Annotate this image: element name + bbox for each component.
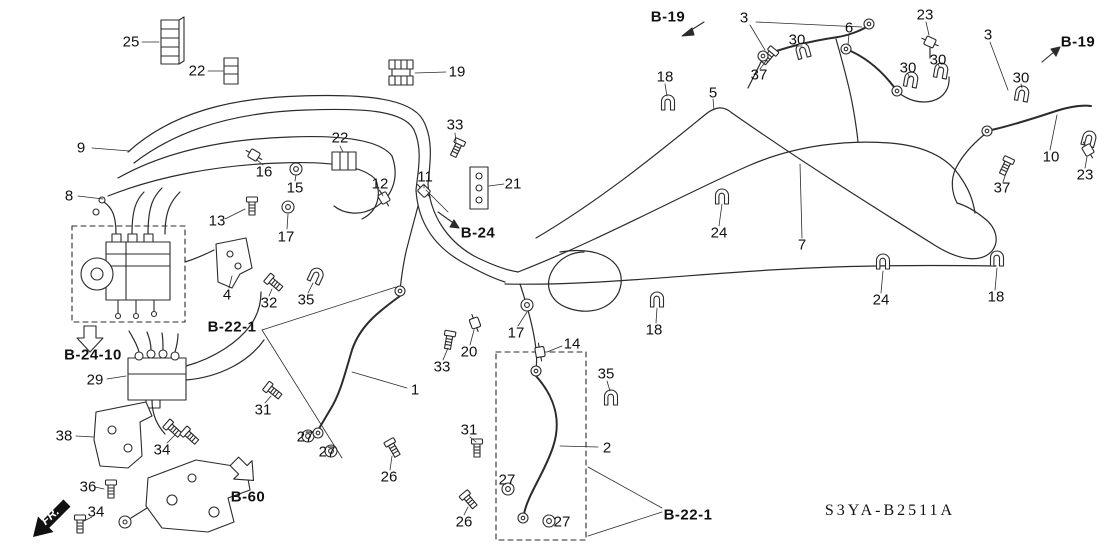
clip-icons xyxy=(306,41,1098,406)
callout-27: 27 xyxy=(318,443,336,461)
callout-8: 8 xyxy=(64,187,74,205)
reference-B-60: B-60 xyxy=(230,488,266,506)
callout-20: 20 xyxy=(460,343,478,361)
callout-30: 30 xyxy=(899,59,917,77)
callout-14: 14 xyxy=(563,335,581,353)
abs-modulator-icon xyxy=(80,196,171,320)
callout-18: 18 xyxy=(987,288,1005,306)
callout-24: 24 xyxy=(872,291,890,309)
callout-10: 10 xyxy=(1042,148,1060,166)
callout-29: 29 xyxy=(86,371,104,389)
hose-2 xyxy=(523,375,558,515)
callout-31: 31 xyxy=(254,401,272,419)
callout-11: 11 xyxy=(417,168,433,186)
brake-hoses xyxy=(317,25,1092,515)
hose-1 xyxy=(317,295,401,431)
callout-23: 23 xyxy=(1076,166,1094,184)
b24-10-hollow-arrow-icon xyxy=(76,325,104,353)
callout-22: 22 xyxy=(188,62,206,80)
callout-33: 33 xyxy=(433,358,451,376)
block-22a xyxy=(223,57,239,85)
reference-B-24-10: B-24-10 xyxy=(64,346,122,364)
hose-3-left xyxy=(762,25,869,57)
callout-34: 34 xyxy=(153,441,171,459)
callout-13: 13 xyxy=(208,212,226,230)
callout-16: 16 xyxy=(255,163,273,181)
connector-block-icons xyxy=(160,16,414,171)
callout-37: 37 xyxy=(750,66,768,84)
callout-35: 35 xyxy=(297,291,315,309)
callout-21: 21 xyxy=(504,175,522,193)
bolt-icons xyxy=(73,45,1016,534)
leader-lines xyxy=(75,21,1088,537)
callout-18: 18 xyxy=(656,68,674,86)
callout-30: 30 xyxy=(788,31,806,49)
callout-5: 5 xyxy=(708,84,718,102)
hose-10 xyxy=(986,104,1092,132)
callout-26: 26 xyxy=(380,468,398,486)
bracket-icons xyxy=(93,166,489,533)
callout-19: 19 xyxy=(448,63,466,81)
reference-fan-lines xyxy=(261,286,663,537)
block-22b xyxy=(331,151,357,171)
callout-27: 27 xyxy=(498,471,516,489)
callout-38: 38 xyxy=(55,427,73,445)
reference-B-19: B-19 xyxy=(1060,33,1096,51)
callout-23: 23 xyxy=(916,6,934,24)
block-25 xyxy=(160,16,185,65)
bracket-4 xyxy=(215,237,253,289)
callout-7: 7 xyxy=(797,236,807,254)
part-code: S3YA-B2511A xyxy=(824,502,956,519)
callout-26: 26 xyxy=(455,513,473,531)
callout-4: 4 xyxy=(222,286,232,304)
callout-17: 17 xyxy=(507,324,525,342)
callout-35: 35 xyxy=(597,365,615,383)
callout-15: 15 xyxy=(286,179,304,197)
hose-6 xyxy=(845,48,898,92)
b60-hollow-arrow-icon xyxy=(229,456,255,482)
callout-12: 12 xyxy=(371,175,389,193)
callout-31: 31 xyxy=(460,421,478,439)
callout-9: 9 xyxy=(76,139,86,157)
reference-B-19: B-19 xyxy=(650,8,686,26)
bracket-b60 xyxy=(145,459,251,533)
callout-17: 17 xyxy=(277,228,295,246)
brake-pipe-runs xyxy=(103,38,997,435)
reference-B-22-1: B-22-1 xyxy=(663,506,713,524)
eyelet-icons xyxy=(312,18,993,524)
reference-B-22-1: B-22-1 xyxy=(207,318,257,336)
callout-22: 22 xyxy=(331,129,349,147)
callout-6: 6 xyxy=(844,19,854,37)
clip-19 xyxy=(388,59,414,86)
callout-37: 37 xyxy=(993,179,1011,197)
bracket-38 xyxy=(93,401,153,469)
reference-B-24: B-24 xyxy=(460,224,496,242)
callout-25: 25 xyxy=(122,33,140,51)
fr-direction-arrow-icon xyxy=(33,499,71,537)
callout-27: 27 xyxy=(296,428,314,446)
callout-24: 24 xyxy=(710,224,728,242)
callout-2: 2 xyxy=(602,439,612,457)
callout-32: 32 xyxy=(260,294,278,312)
callout-30: 30 xyxy=(929,51,947,69)
callout-33: 33 xyxy=(446,116,464,134)
proportioning-valve-icon xyxy=(127,349,187,409)
callout-30: 30 xyxy=(1012,69,1030,87)
callout-3: 3 xyxy=(983,26,993,44)
callout-18: 18 xyxy=(645,321,663,339)
callout-1: 1 xyxy=(410,381,420,399)
callout-34: 34 xyxy=(87,503,105,521)
b19-left-arrow-icon xyxy=(681,21,705,37)
callout-36: 36 xyxy=(79,478,97,496)
b19-right-arrow-icon xyxy=(1041,46,1061,63)
b24-arrow-icon xyxy=(437,211,460,229)
reference-arrows xyxy=(33,21,1061,537)
callout-3: 3 xyxy=(739,9,749,27)
callout-27: 27 xyxy=(553,513,571,531)
